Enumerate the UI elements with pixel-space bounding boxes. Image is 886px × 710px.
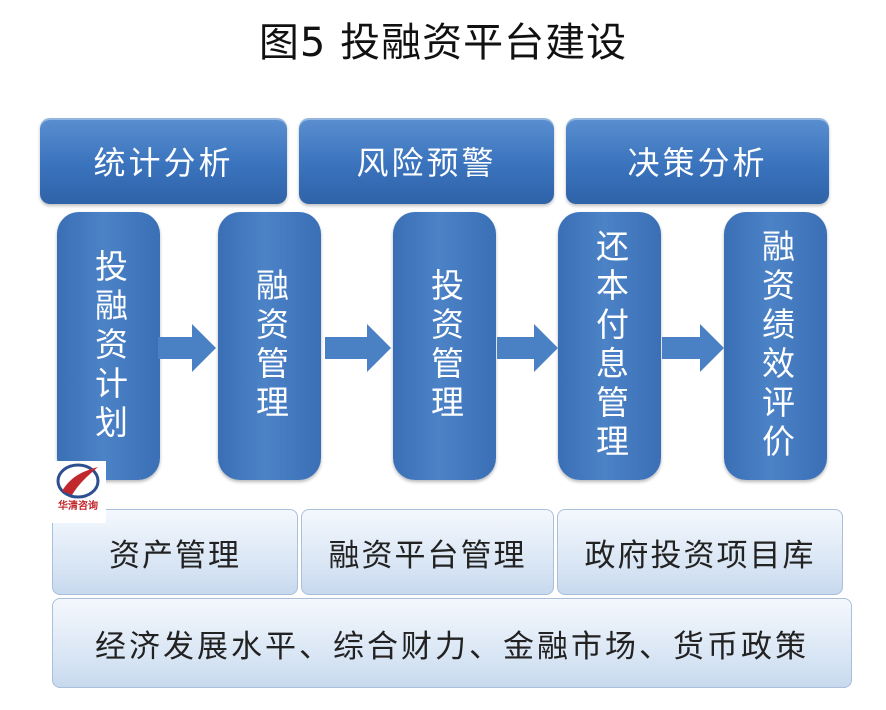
bottom-box-project-library: 政府投资项目库 (557, 509, 843, 595)
logo-text: 华清咨询 (58, 501, 98, 512)
page-title: 图5 投融资平台建设 (258, 20, 628, 66)
logo: 华清咨询 (50, 461, 106, 523)
bottom-box-platform-management: 融资平台管理 (301, 509, 554, 595)
column-label: 投资管理 (425, 268, 465, 424)
base-box-economic-factors: 经济发展水平、综合财力、金融市场、货币政策 (52, 598, 852, 688)
column-label: 融资绩效评价 (756, 229, 796, 463)
column-financing-management: 融资管理 (218, 212, 321, 480)
column-investment-financing-plan: 投融资计划 (57, 212, 160, 480)
top-box-decision-analysis: 决策分析 (566, 118, 829, 204)
column-label: 还本付息管理 (590, 229, 630, 463)
arrow-right-icon (662, 324, 724, 372)
arrow-right-icon (325, 324, 391, 372)
column-repayment-management: 还本付息管理 (558, 212, 661, 480)
top-box-statistics: 统计分析 (40, 118, 287, 204)
column-financing-performance: 融资绩效评价 (724, 212, 827, 480)
column-label: 融资管理 (250, 268, 290, 424)
column-label: 投融资计划 (89, 248, 129, 444)
logo-mark-icon (56, 463, 100, 499)
top-box-risk-warning: 风险预警 (299, 118, 554, 204)
bottom-box-asset-management: 资产管理 (52, 509, 298, 595)
arrow-right-icon (158, 324, 216, 372)
arrow-right-icon (497, 324, 558, 372)
column-investment-management: 投资管理 (393, 212, 496, 480)
